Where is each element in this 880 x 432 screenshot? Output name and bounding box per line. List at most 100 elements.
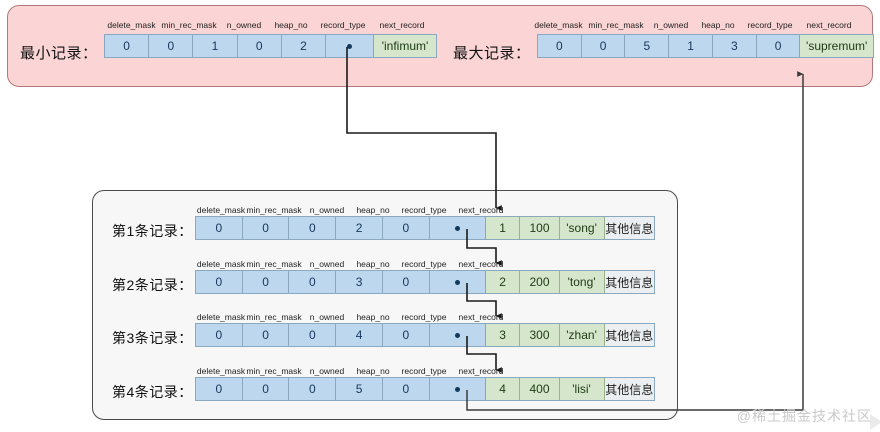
record-2-header-min-rec-mask: min_rec_mask (246, 259, 302, 269)
record-1-cell-col2: 100 (520, 217, 560, 239)
infimum-cell-n-owned: 1 (193, 35, 238, 57)
infimum-header-heap-no: heap_no (274, 20, 308, 30)
record-2-cell-min-rec-mask: 0 (242, 271, 290, 293)
supremum-record-cells: 0 0 5 1 3 0 'supremum' (537, 34, 874, 58)
record-3-cells: 0 0 0 4 0 3 300 'zhan' 其他信息 (195, 323, 655, 347)
infimum-row-label: 最小记录： (20, 45, 98, 62)
record-4-header-record-type: record_type (401, 366, 447, 376)
record-3-header-heap-no: heap_no (356, 312, 390, 322)
record-3-cell-record-type: 0 (382, 324, 430, 346)
infimum-header-delete-mask: delete_mask (107, 20, 156, 30)
record-4-header-n-owned: n_owned (309, 366, 345, 376)
infimum-cell-name: 'infimum' (373, 35, 436, 57)
record-2-cell-id: 2 (485, 271, 521, 293)
record-3-label: 第3条记录： (112, 330, 193, 346)
infimum-header-record-type: record_type (320, 20, 366, 30)
infimum-header-n-owned: n_owned (226, 20, 262, 30)
record-3-cell-col3: 'zhan' (559, 324, 605, 346)
record-1-label: 第1条记录： (112, 223, 193, 239)
record-2-cell-n-owned: 0 (289, 271, 337, 293)
supremum-header-heap-no: heap_no (701, 20, 735, 30)
record-2-cell-record-type: 0 (382, 271, 430, 293)
record-1-cell-n-owned: 0 (289, 217, 337, 239)
record-1-cell-col3: 'song' (559, 217, 605, 239)
record-3-header-n-owned: n_owned (309, 312, 345, 322)
record-1-header-n-owned: n_owned (309, 205, 345, 215)
record-1-header-heap-no: heap_no (356, 205, 390, 215)
supremum-cell-name: 'supremum' (800, 35, 873, 57)
record-3-cell-id: 3 (485, 324, 521, 346)
record-2-cell-col2: 200 (520, 271, 560, 293)
infimum-record-cells: 0 0 1 0 2 'infimum' (104, 34, 437, 58)
record-1-cell-other: 其他信息 (604, 217, 654, 239)
record-1-cell-heap-no: 2 (336, 217, 383, 239)
infimum-header-next-record: next_record (379, 20, 425, 30)
record-4-cell-next-record (429, 378, 486, 400)
record-2-cells: 0 0 0 3 0 2 200 'tong' 其他信息 (195, 270, 655, 294)
record-3-cell-col2: 300 (520, 324, 560, 346)
record-4-cell-n-owned: 0 (289, 378, 337, 400)
record-1-cell-next-record (429, 217, 486, 239)
record-3-header-record-type: record_type (401, 312, 447, 322)
infimum-cell-min-rec-mask: 0 (149, 35, 194, 57)
record-2-cell-heap-no: 3 (336, 271, 383, 293)
record-4-header-next-record: next_record (458, 366, 504, 376)
record-4-cell-other: 其他信息 (604, 378, 654, 400)
record-3-header-next-record: next_record (458, 312, 504, 322)
record-3-cell-n-owned: 0 (289, 324, 337, 346)
supremum-row-label: 最大记录： (453, 45, 531, 62)
record-2-cell-next-record (429, 271, 486, 293)
pointer-dot-icon (454, 332, 460, 338)
record-2-header-delete-mask: delete_mask (196, 259, 246, 269)
record-1-header-delete-mask: delete_mask (196, 205, 246, 215)
record-4-header-heap-no: heap_no (356, 366, 390, 376)
infimum-header-min-rec-mask: min_rec_mask (161, 20, 217, 30)
pointer-dot-icon (454, 225, 460, 231)
record-4-header-delete-mask: delete_mask (196, 366, 246, 376)
pointer-dot-icon (454, 279, 460, 285)
record-2-header-heap-no: heap_no (356, 259, 390, 269)
supremum-cell-next-record: 0 (756, 35, 801, 57)
record-4-cell-record-type: 0 (382, 378, 430, 400)
infimum-cell-delete-mask: 0 (105, 35, 150, 57)
supremum-cell-n-owned: 5 (625, 35, 670, 57)
supremum-cell-heap-no: 1 (669, 35, 713, 57)
record-3-cell-heap-no: 4 (336, 324, 383, 346)
supremum-header-delete-mask: delete_mask (534, 20, 583, 30)
record-1-cell-delete-mask: 0 (196, 217, 243, 239)
record-2-label: 第2条记录： (112, 277, 193, 293)
record-3-cell-next-record (429, 324, 486, 346)
infimum-cell-record-type: 2 (281, 35, 327, 57)
record-3-cell-other: 其他信息 (604, 324, 654, 346)
record-2-header-record-type: record_type (401, 259, 447, 269)
record-4-label: 第4条记录： (112, 384, 193, 400)
record-4-cell-col2: 400 (520, 378, 560, 400)
record-2-cell-col3: 'tong' (559, 271, 605, 293)
watermark: @稀土掘金技术社区 (736, 408, 872, 424)
play-triangle-icon (870, 414, 880, 430)
record-1-cell-record-type: 0 (382, 217, 430, 239)
record-2-cell-other: 其他信息 (604, 271, 654, 293)
record-2-header-n-owned: n_owned (309, 259, 345, 269)
record-1-header-min-rec-mask: min_rec_mask (246, 205, 302, 215)
infimum-cell-heap-no: 0 (237, 35, 282, 57)
supremum-header-n-owned: n_owned (653, 20, 689, 30)
supremum-header-min-rec-mask: min_rec_mask (588, 20, 644, 30)
supremum-header-next-record: next_record (806, 20, 852, 30)
record-3-header-delete-mask: delete_mask (196, 312, 246, 322)
record-3-cell-min-rec-mask: 0 (242, 324, 290, 346)
record-4-cell-col3: 'lisi' (559, 378, 605, 400)
record-4-cell-id: 4 (485, 378, 521, 400)
record-1-cells: 0 0 0 2 0 1 100 'song' 其他信息 (195, 216, 655, 240)
record-4-cell-heap-no: 5 (336, 378, 383, 400)
pointer-dot-icon (347, 43, 352, 49)
record-4-cells: 0 0 0 5 0 4 400 'lisi' 其他信息 (195, 377, 655, 401)
record-3-cell-delete-mask: 0 (196, 324, 243, 346)
supremum-cell-record-type: 3 (712, 35, 757, 57)
record-4-cell-delete-mask: 0 (196, 378, 243, 400)
record-1-header-record-type: record_type (401, 205, 447, 215)
record-1-cell-id: 1 (485, 217, 521, 239)
record-1-cell-min-rec-mask: 0 (242, 217, 290, 239)
supremum-cell-min-rec-mask: 0 (581, 35, 626, 57)
